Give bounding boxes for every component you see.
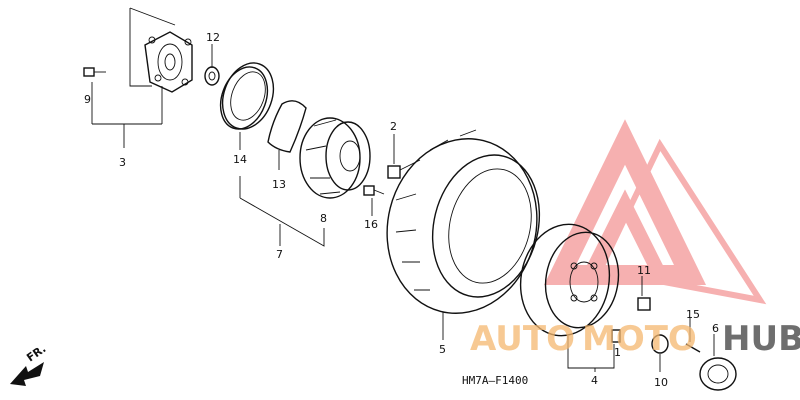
callout-12: 12	[206, 31, 220, 44]
seal-part-14	[219, 62, 275, 130]
hub-part	[144, 31, 193, 93]
watermark-text-moto: MOTO	[582, 319, 697, 359]
pin-part-15	[685, 343, 701, 353]
callout-14: 14	[233, 153, 247, 166]
cap-part-10	[651, 334, 669, 354]
tire-part-5	[386, 129, 541, 314]
drum-part-8	[299, 117, 371, 199]
callout-16: 16	[364, 218, 378, 231]
callout-4: 4	[591, 374, 598, 387]
leader-lines	[91, 7, 715, 372]
rim-part-4	[519, 223, 620, 337]
front-arrow-icon	[10, 362, 44, 386]
bearing-part-12	[204, 66, 220, 86]
callout-10: 10	[654, 376, 668, 389]
callout-6: 6	[712, 322, 719, 335]
callout-9: 9	[84, 93, 91, 106]
hubcap-part-6	[699, 357, 737, 391]
callout-15: 15	[686, 308, 700, 321]
watermark-text-hub: HUB	[722, 319, 800, 359]
bolt-part-9	[83, 67, 106, 77]
callout-8: 8	[320, 212, 327, 225]
nut-part-11	[637, 297, 651, 311]
callout-13: 13	[272, 178, 286, 191]
valve-part-1	[611, 329, 621, 343]
front-label: FR.	[24, 342, 48, 364]
callout-2: 2	[390, 120, 397, 133]
watermark-logo	[543, 119, 767, 305]
diagram-code: HM7A–F1400	[462, 374, 528, 387]
bolt-part-16	[363, 185, 385, 196]
watermark-text-auto: AUTO	[470, 319, 575, 359]
callout-7: 7	[276, 248, 283, 261]
callout-3: 3	[119, 156, 126, 169]
callout-1: 1	[614, 346, 621, 359]
callout-5: 5	[439, 343, 446, 356]
callout-11: 11	[637, 264, 651, 277]
oring-part-13	[267, 100, 307, 153]
nut-part-2	[387, 165, 401, 179]
